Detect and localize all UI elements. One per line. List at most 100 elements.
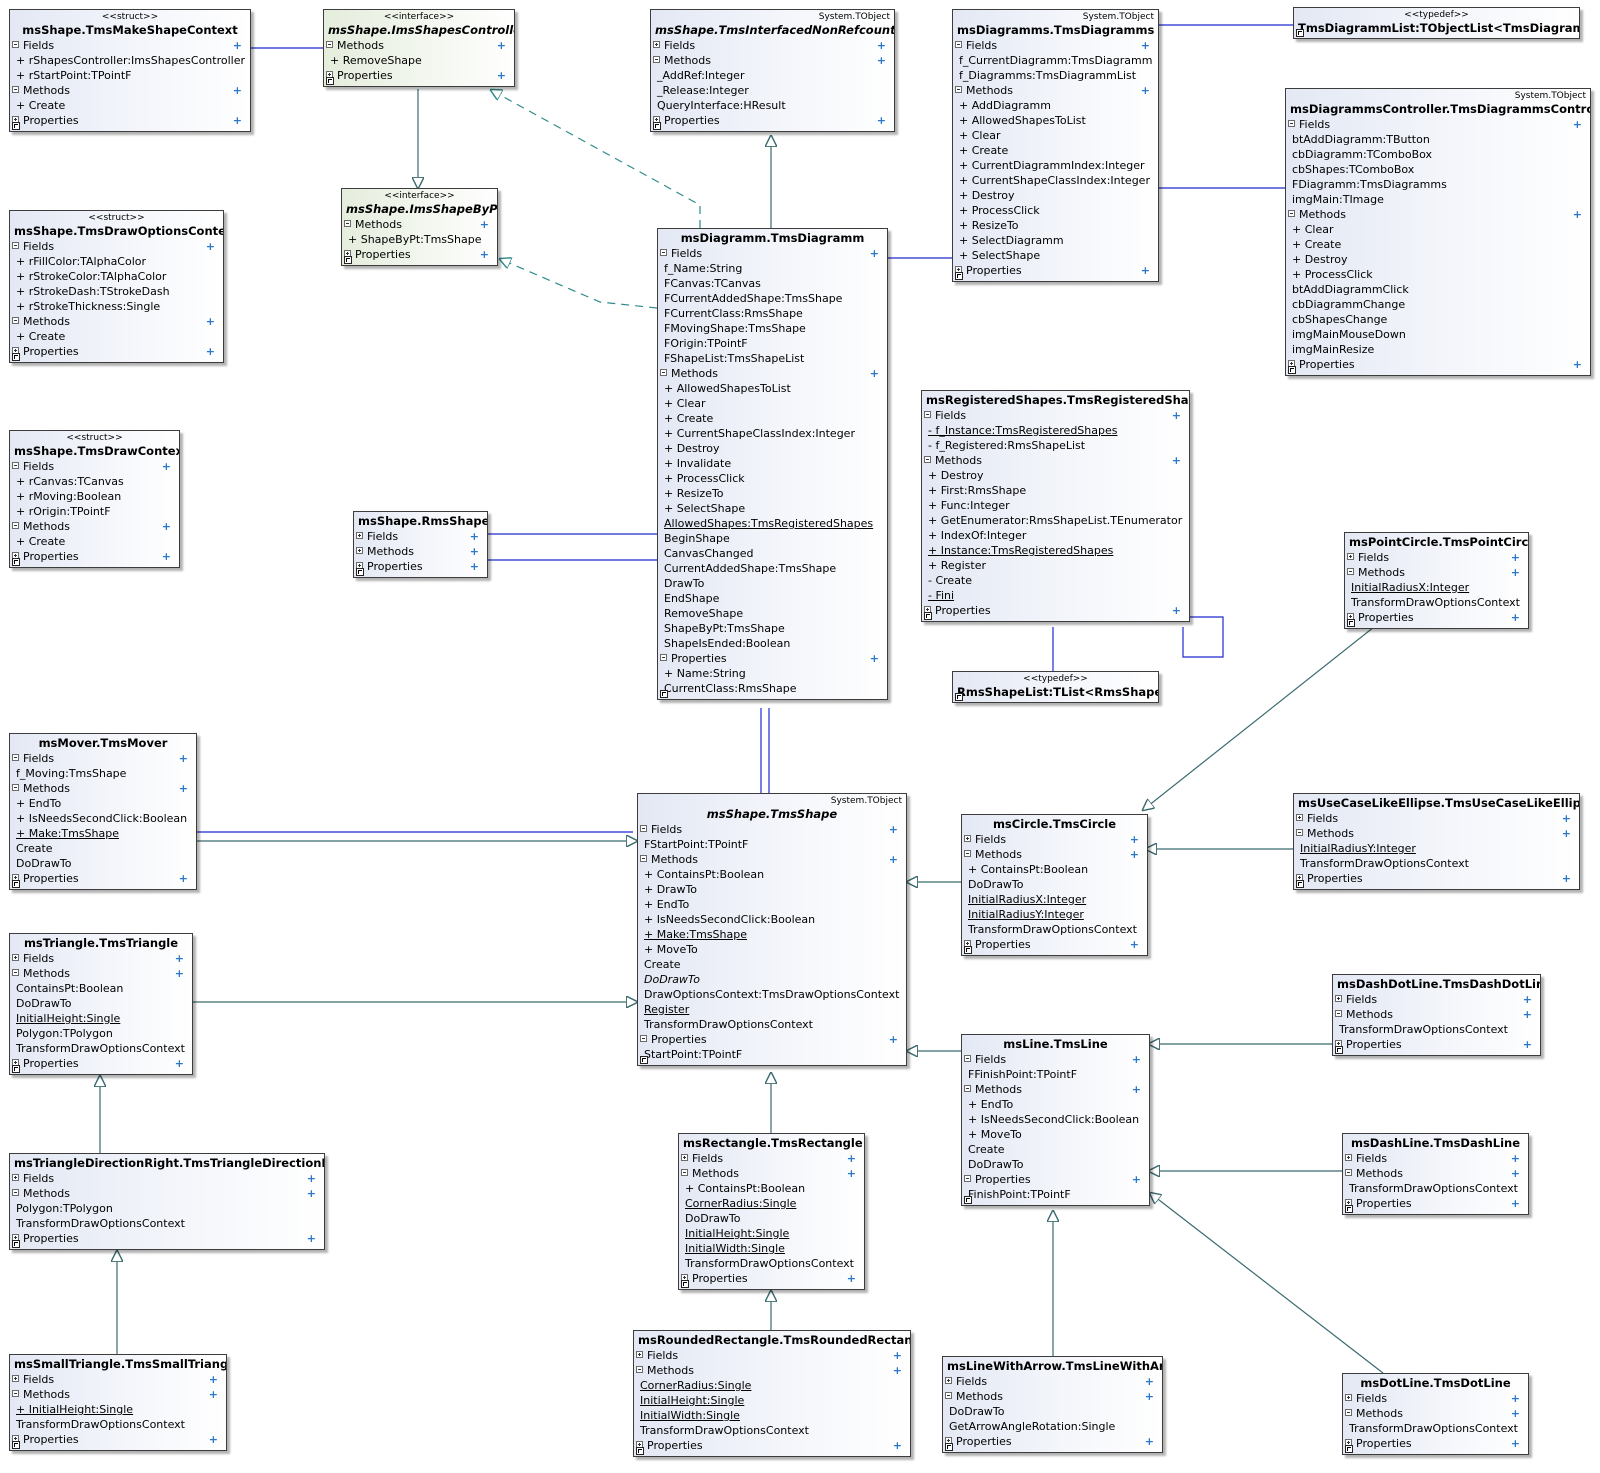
add-member-icon[interactable]: + <box>178 872 188 885</box>
collapse-icon[interactable] <box>924 411 931 418</box>
section-fields[interactable]: Fields+ <box>10 1372 226 1387</box>
add-member-icon[interactable]: + <box>208 1433 218 1446</box>
member-item[interactable]: InitialHeight:Single <box>640 1394 745 1407</box>
section-methods[interactable]: Methods+ <box>10 1186 324 1201</box>
member-item[interactable]: + Create <box>1292 238 1342 251</box>
class-box-usecase[interactable]: msUseCaseLikeEllipse.TmsUseCaseLikeEllip… <box>1293 793 1580 890</box>
section-properties[interactable]: Properties+ <box>10 344 223 359</box>
section-properties[interactable]: Properties+ <box>10 1056 192 1071</box>
expand-icon[interactable] <box>1335 995 1342 1002</box>
member-item[interactable]: DoDrawTo <box>968 878 1024 891</box>
add-member-icon[interactable]: + <box>1144 1435 1154 1448</box>
member-item[interactable]: + Name:String <box>664 667 746 680</box>
member-item[interactable]: + MoveTo <box>968 1128 1022 1141</box>
member-item[interactable]: TransformDrawOptionsContext <box>16 1042 185 1055</box>
collapse-icon[interactable] <box>1345 1409 1352 1416</box>
member-item[interactable]: + GetEnumerator:RmsShapeList.TEnumerator <box>928 514 1183 527</box>
member-item[interactable]: + Clear <box>664 397 706 410</box>
section-fields[interactable]: Fields+ <box>679 1151 864 1166</box>
collapse-icon[interactable] <box>12 462 19 469</box>
member-item[interactable]: + rStrokeThickness:Single <box>16 300 161 313</box>
member-item[interactable]: + First:RmsShape <box>928 484 1027 497</box>
member-item[interactable]: InitialHeight:Single <box>16 1012 121 1025</box>
section-methods[interactable]: Methods+ <box>679 1166 864 1181</box>
add-member-icon[interactable]: + <box>469 560 479 573</box>
collapse-icon[interactable] <box>12 1390 19 1397</box>
section-methods[interactable]: Methods+ <box>638 852 906 867</box>
collapse-icon[interactable] <box>945 1392 952 1399</box>
member-item[interactable]: + Invalidate <box>664 457 732 470</box>
member-item[interactable]: f_Diagramms:TmsDiagrammList <box>959 69 1137 82</box>
member-item[interactable]: + rStartPoint:TPointF <box>16 69 132 82</box>
member-item[interactable]: DoDrawTo <box>685 1212 741 1225</box>
member-item[interactable]: TransformDrawOptionsContext <box>968 923 1137 936</box>
add-member-icon[interactable]: + <box>205 240 215 253</box>
section-methods[interactable]: Methods+ <box>1345 565 1528 580</box>
member-item[interactable]: FShapeList:TmsShapeList <box>664 352 805 365</box>
add-member-icon[interactable]: + <box>1131 1083 1141 1096</box>
section-properties[interactable]: Properties+ <box>679 1271 864 1286</box>
member-item[interactable]: + ResizeTo <box>664 487 724 500</box>
collapse-icon[interactable] <box>640 855 647 862</box>
member-item[interactable]: cbShapesChange <box>1292 313 1388 326</box>
section-methods[interactable]: Methods+ <box>651 53 894 68</box>
section-methods[interactable]: Methods+ <box>1343 1406 1528 1421</box>
collapse-icon[interactable] <box>1288 210 1295 217</box>
section-methods[interactable]: Methods+ <box>354 544 487 559</box>
expand-icon[interactable] <box>356 547 363 554</box>
member-item[interactable]: + rShapesController:ImsShapesController <box>16 54 246 67</box>
section-methods[interactable]: Methods+ <box>10 314 223 329</box>
member-item[interactable]: + Register <box>928 559 987 572</box>
member-item[interactable]: + rOrigin:TPointF <box>16 505 111 518</box>
add-member-icon[interactable]: + <box>1510 611 1520 624</box>
member-item[interactable]: FCurrentAddedShape:TmsShape <box>664 292 843 305</box>
section-fields[interactable]: Fields+ <box>962 832 1147 847</box>
add-member-icon[interactable]: + <box>174 967 184 980</box>
section-methods[interactable]: Methods+ <box>922 453 1189 468</box>
section-fields[interactable]: Fields+ <box>651 38 894 53</box>
collapse-icon[interactable] <box>12 784 19 791</box>
add-member-icon[interactable]: + <box>1522 993 1532 1006</box>
member-item[interactable]: _Release:Integer <box>657 84 749 97</box>
member-item[interactable]: cbDiagrammChange <box>1292 298 1406 311</box>
member-item[interactable]: + Clear <box>959 129 1001 142</box>
section-properties[interactable]: Properties+ <box>638 1032 906 1047</box>
section-fields[interactable]: Fields+ <box>10 38 250 53</box>
member-item[interactable]: + rMoving:Boolean <box>16 490 122 503</box>
section-fields[interactable]: Fields+ <box>10 239 223 254</box>
section-fields[interactable]: Fields+ <box>1345 550 1528 565</box>
member-item[interactable]: AllowedShapes:TmsRegisteredShapes <box>664 517 874 530</box>
section-methods[interactable]: Methods+ <box>953 83 1158 98</box>
member-item[interactable]: FCurrentClass:RmsShape <box>664 307 803 320</box>
member-item[interactable]: + Destroy <box>664 442 720 455</box>
section-fields[interactable]: Fields+ <box>658 246 887 261</box>
member-item[interactable]: + MoveTo <box>644 943 698 956</box>
section-properties[interactable]: Properties+ <box>962 1172 1149 1187</box>
section-fields[interactable]: Fields+ <box>10 1171 324 1186</box>
add-member-icon[interactable]: + <box>1510 1167 1520 1180</box>
member-item[interactable]: + Destroy <box>1292 253 1348 266</box>
collapse-icon[interactable] <box>12 1189 19 1196</box>
add-member-icon[interactable]: + <box>208 1388 218 1401</box>
section-properties[interactable]: Properties+ <box>943 1434 1162 1449</box>
add-member-icon[interactable]: + <box>496 39 506 52</box>
section-fields[interactable]: Fields+ <box>1343 1391 1528 1406</box>
member-item[interactable]: + AddDiagramm <box>959 99 1051 112</box>
member-item[interactable]: CornerRadius:Single <box>640 1379 752 1392</box>
class-box-imsshapescontroller[interactable]: <<interface>>msShape.ImsShapesController… <box>323 9 515 87</box>
member-item[interactable]: FinishPoint:TPointF <box>968 1188 1071 1201</box>
expand-icon[interactable] <box>12 1174 19 1181</box>
member-item[interactable]: InitialRadiusY:Integer <box>968 908 1084 921</box>
add-member-icon[interactable]: + <box>1510 566 1520 579</box>
add-member-icon[interactable]: + <box>846 1167 856 1180</box>
member-item[interactable]: FFinishPoint:TPointF <box>968 1068 1078 1081</box>
add-member-icon[interactable]: + <box>1522 1038 1532 1051</box>
member-item[interactable]: + ProcessClick <box>1292 268 1373 281</box>
member-item[interactable]: + ContainsPt:Boolean <box>968 863 1089 876</box>
